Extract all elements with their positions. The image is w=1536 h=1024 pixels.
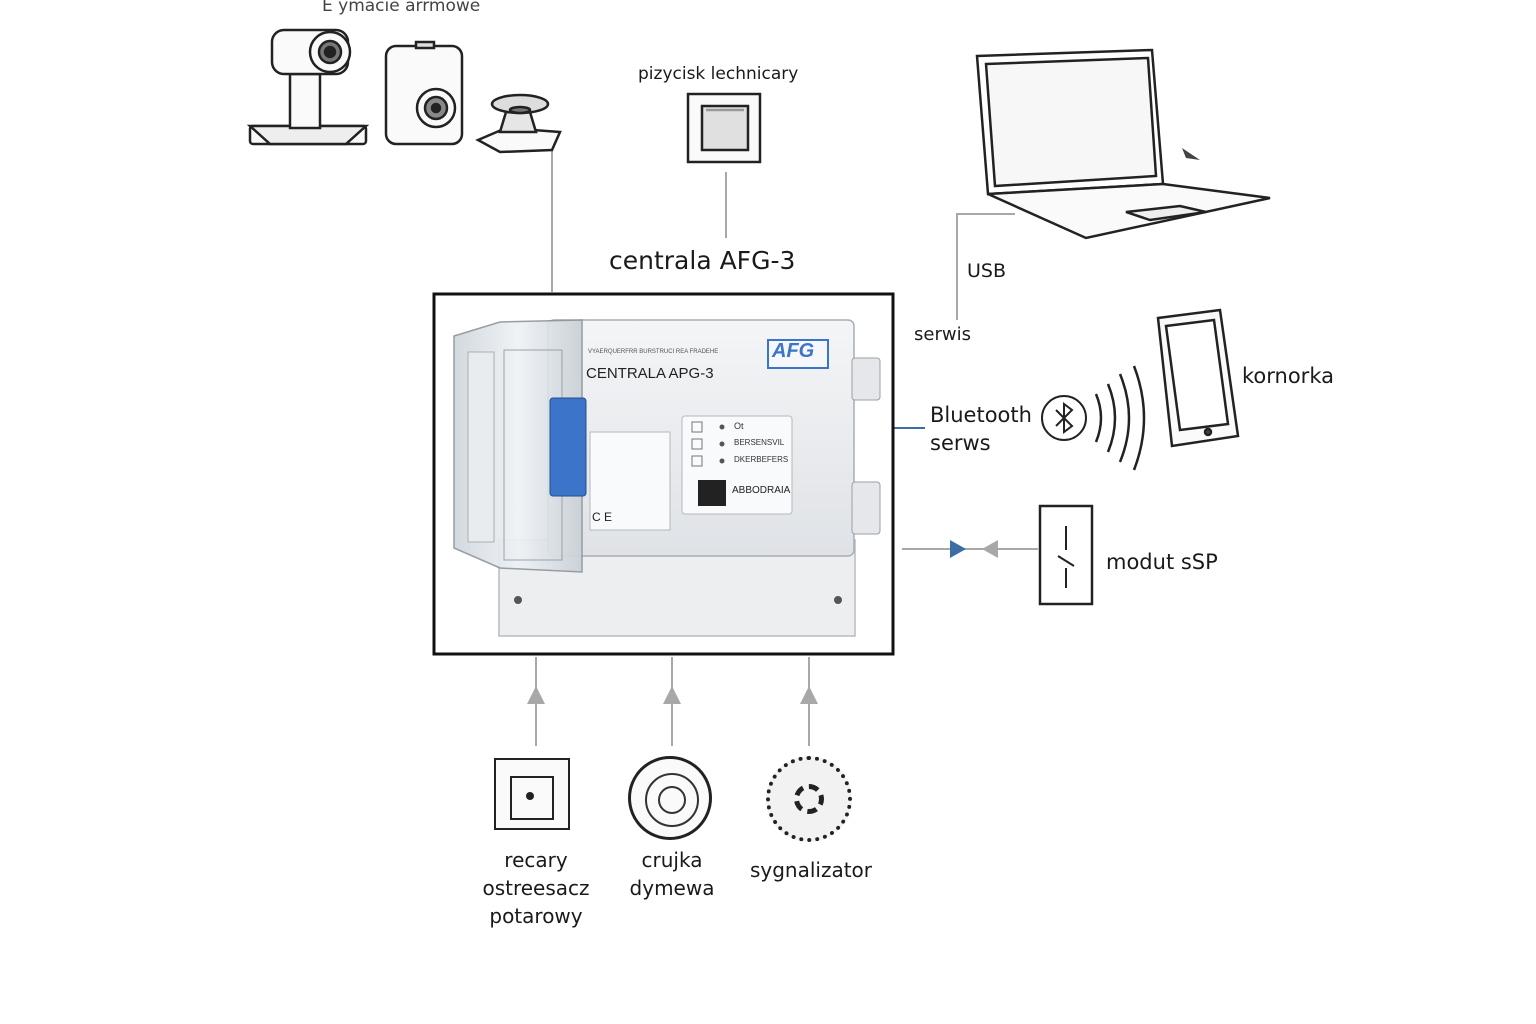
detector-2-label-line1: crujka [641, 848, 703, 872]
arrow-up-1 [527, 686, 545, 704]
box-actuator-icon [384, 40, 464, 146]
phone-label: kornorka [1242, 364, 1334, 388]
service-label: serwis [914, 324, 971, 345]
led-label-3: DKERBEFERS [734, 455, 789, 464]
heat-detector-icon [494, 758, 570, 830]
ssp-module-label: modut sSP [1106, 550, 1218, 574]
smoke-detector-ring [645, 773, 699, 827]
arrow-right-ssp [950, 540, 966, 558]
detector-1-label-line3: potarowy [489, 904, 583, 928]
signal-waves-icon [1094, 365, 1146, 471]
detector-2-label-line2: dymewa [629, 876, 715, 900]
panel-button-label: ABBODRAIA [732, 485, 791, 496]
bluetooth-icon [1041, 395, 1087, 441]
smoke-detector-center [658, 786, 686, 814]
arrow-heads [527, 540, 998, 704]
detector-1-label-line2: ostreesacz [482, 876, 590, 900]
ssp-module-icon [1038, 504, 1094, 606]
arrow-left-ssp [982, 540, 998, 558]
laptop-icon [975, 48, 1271, 240]
arrow-up-2 [663, 686, 681, 704]
panel-header-small: VYAERQUERFRR BURSTRUCI REA FRADEHE [588, 349, 719, 355]
line-usb [956, 213, 1015, 320]
smoke-detector-icon [628, 756, 712, 840]
bluetooth-label-line2: serws [930, 431, 991, 455]
usb-label: USB [967, 260, 1007, 282]
manual-call-point-icon [686, 92, 762, 164]
sounder-icon [766, 756, 852, 842]
central-unit-device [453, 319, 881, 637]
actuators-label: E ymacie arrmowe [322, 0, 481, 16]
panel-model: CENTRALA APG-3 [586, 365, 714, 382]
panel-brand: AFG [772, 340, 815, 362]
central-title: centrala AFG-3 [609, 246, 796, 275]
arrow-up-3 [800, 686, 818, 704]
led-label-1: Ot [734, 421, 744, 431]
central-frame [432, 292, 895, 656]
detector-1-label-line1: recary [504, 848, 568, 872]
led-label-2: BERSENSVIL [734, 438, 785, 447]
nozzle-actuator-icon [475, 93, 562, 154]
panel-cert-marks: C E [592, 510, 613, 524]
heat-detector-inner [510, 776, 554, 820]
phone-icon [1156, 308, 1240, 448]
manual-button-label: pizycisk lechnicary [638, 64, 799, 84]
heat-detector-dot [526, 792, 534, 800]
camera-actuator-icon [246, 28, 370, 146]
detector-3-label: sygnalizator [749, 858, 873, 882]
sounder-gear [794, 784, 824, 814]
bluetooth-label-line1: Bluetooth [930, 403, 1032, 427]
